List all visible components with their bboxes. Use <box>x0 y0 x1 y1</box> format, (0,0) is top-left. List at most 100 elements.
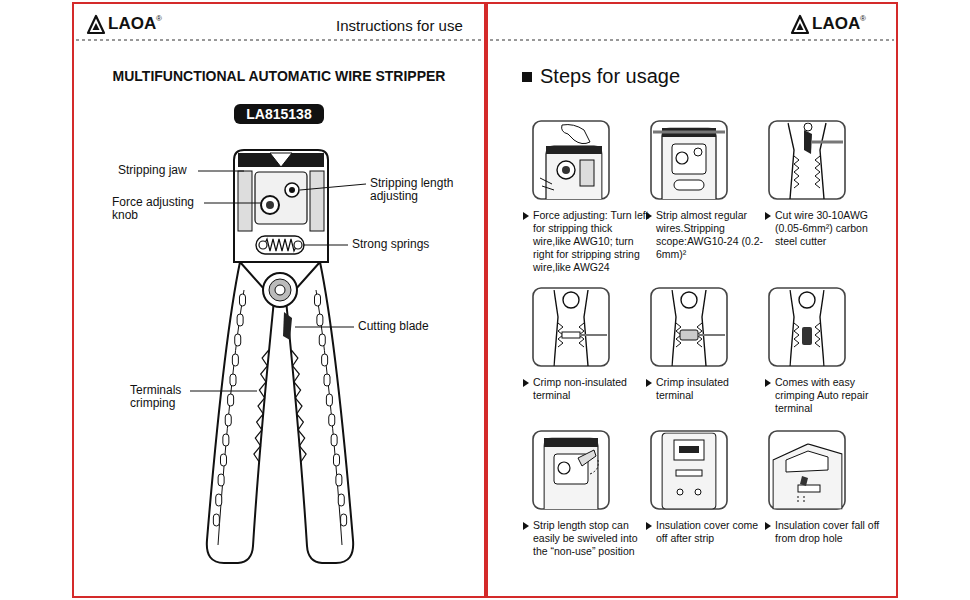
step-caption: Crimp non-insulated terminal <box>533 376 649 402</box>
logo-text: LAOA <box>812 14 860 34</box>
shape-path <box>788 123 794 199</box>
step-panel: Insulation cover come off after strip <box>650 430 728 545</box>
side-plate <box>310 171 324 231</box>
step-illustration <box>650 120 728 200</box>
shape-rect <box>769 431 845 509</box>
grip-bump <box>329 414 335 426</box>
grip-bump <box>338 494 344 506</box>
leader-line <box>190 391 257 392</box>
shape-group <box>662 433 716 509</box>
shape-rect <box>674 440 704 460</box>
step-panel: Strip almost regular wires.Stripping sco… <box>650 120 728 261</box>
header-divider <box>490 40 894 41</box>
shape-rect <box>769 288 845 366</box>
spring-end <box>259 241 267 249</box>
shape-path <box>578 450 596 466</box>
spring-end <box>294 241 302 249</box>
shape-circle <box>563 292 579 308</box>
part-label: Stripping length adjusting <box>370 177 470 203</box>
step-panel: Force adjusting: Turn left for stripping… <box>532 120 610 274</box>
step-caption: Insulation cover fall off from drop hole <box>775 519 891 545</box>
step-panel: Strip length stop can easily be swiveled… <box>532 430 610 558</box>
shape-rect <box>651 288 727 366</box>
shape-path <box>580 334 607 336</box>
shape-rect <box>674 180 704 190</box>
shape-path <box>698 334 725 336</box>
shape-rect <box>533 288 609 366</box>
label-slot: Force adjusting knob <box>112 196 204 222</box>
crimp-die <box>254 350 269 462</box>
force-knob-core <box>266 201 274 209</box>
shape-path <box>93 23 100 30</box>
step-caption: Crimp insulated terminal <box>656 376 766 402</box>
shape-path <box>820 123 826 199</box>
shape-rect <box>769 121 845 199</box>
mechanism-plate <box>255 172 307 224</box>
grip-bump <box>317 314 323 326</box>
caption-slot: Insulation cover come off after strip <box>656 519 766 545</box>
right-panel-frame <box>487 3 897 597</box>
shape-path <box>590 460 598 474</box>
shape-path <box>672 290 676 366</box>
spring-housing <box>256 236 304 254</box>
left-panel-frame <box>73 3 485 597</box>
header-divider <box>76 40 482 41</box>
logo-mark: ® <box>860 12 866 25</box>
shape-circle <box>562 166 570 174</box>
logo-text: LAOA <box>108 14 156 34</box>
label-slot: Terminals crimping <box>130 384 192 410</box>
grip-bump <box>225 414 231 426</box>
step-panel: Cut wire 30-10AWG (0.05-6mm²) carbon ste… <box>768 120 846 248</box>
logo-icon <box>88 16 104 33</box>
shape-group <box>544 438 598 509</box>
grip-bump <box>232 354 238 366</box>
shape-circle <box>676 152 688 164</box>
part-label: Stripping jaw <box>118 164 187 177</box>
shape-path <box>562 125 590 144</box>
grip-bump <box>218 474 224 486</box>
pivot <box>263 273 297 307</box>
step-caption: Strip almost regular wires.Stripping sco… <box>656 209 766 261</box>
part-label: Force adjusting knob <box>112 196 204 222</box>
label-slot: ® <box>860 12 866 25</box>
grip-bump <box>237 314 243 326</box>
shape-rect <box>798 485 820 492</box>
caption-slot: Cut wire 30-10AWG (0.05-6mm²) carbon ste… <box>775 209 891 248</box>
header-text: Instructions for use <box>336 17 463 35</box>
shape-path <box>653 131 725 134</box>
grip-bump <box>341 514 347 526</box>
leader-line <box>300 184 366 190</box>
shape-path <box>544 438 598 509</box>
grip-bump <box>230 374 236 386</box>
label-slot: LAOA <box>812 14 860 34</box>
grip-bump <box>319 334 325 346</box>
shape-group <box>790 290 824 366</box>
bullet-triangle <box>646 379 652 387</box>
shape-rect <box>651 121 727 199</box>
shape-rect <box>533 431 609 509</box>
shape-rect <box>679 446 699 453</box>
shape-group <box>554 290 607 366</box>
shape-path <box>662 128 716 199</box>
jaw-notch <box>270 153 292 167</box>
label-slot: LAOA <box>108 14 156 34</box>
caption-slot: Strip length stop can easily be swiveled… <box>533 519 649 558</box>
handle-inner-line <box>218 290 244 545</box>
model-number: LA815138 <box>246 104 311 124</box>
grip-bump <box>228 394 234 406</box>
right-handle <box>286 262 353 563</box>
shape-group <box>773 444 842 509</box>
shape-rect <box>651 431 727 509</box>
step-illustration <box>650 430 728 510</box>
shape-circle <box>695 489 701 495</box>
shape-group <box>788 123 843 199</box>
logo-mark: ® <box>156 12 162 25</box>
shape-circle <box>558 462 570 474</box>
shape-circle <box>557 161 575 179</box>
leader-lines <box>190 171 366 391</box>
shape-group <box>653 128 725 199</box>
section-heading: Steps for usage <box>540 64 680 88</box>
shape-path <box>804 130 812 154</box>
shape-rect <box>580 160 594 186</box>
